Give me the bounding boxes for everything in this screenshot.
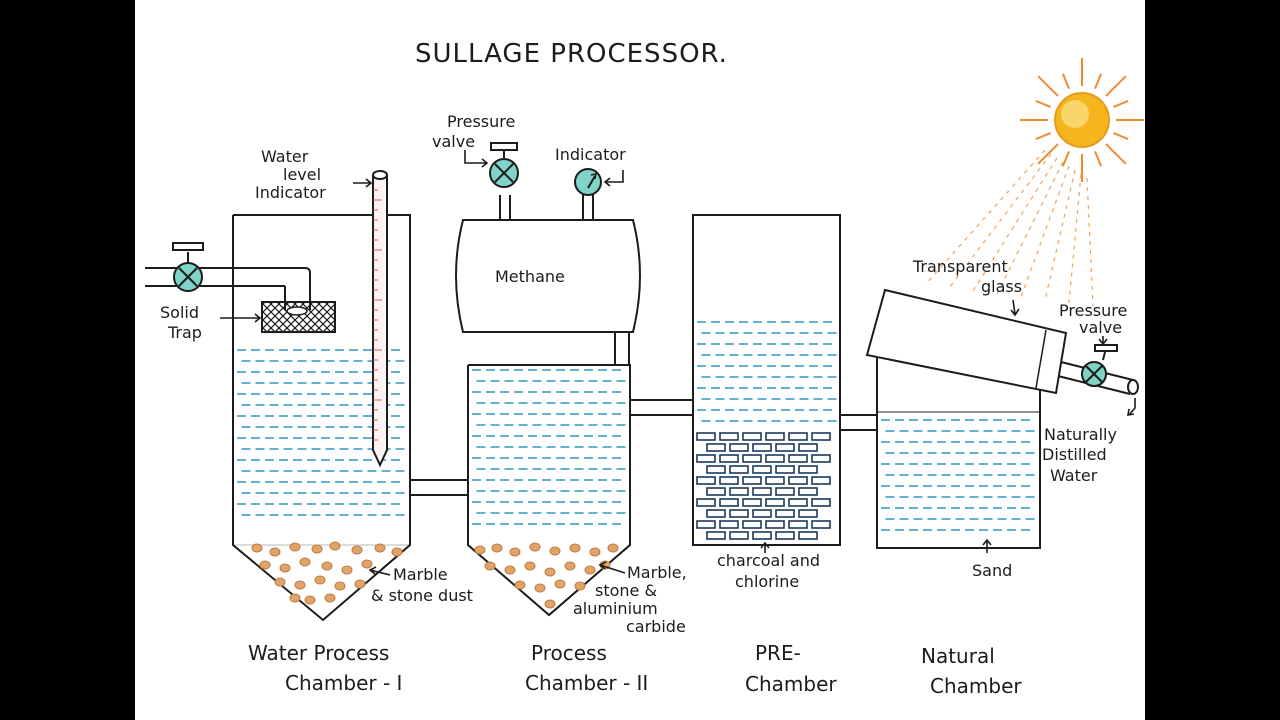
pressure-valve-right-label-1: Pressure [1059, 301, 1127, 320]
natural-chamber-water [881, 419, 1035, 531]
chamber-1-name-line1: Water Process [248, 641, 389, 665]
sunlight-beams [924, 149, 1094, 307]
water-level-label-1: Water [261, 147, 309, 166]
transparent-glass-label-1: Transparent [912, 257, 1008, 276]
chamber-2-name-line2: Chamber - II [525, 671, 648, 695]
sullage-processor-diagram: SULLAGE PROCESSOR. [145, 39, 1144, 698]
methane-pressure-valve-icon[interactable] [489, 142, 519, 188]
chamber-1-water [237, 349, 405, 516]
chamber-1-marble-stone-dust [251, 541, 403, 605]
methane-tank [455, 192, 641, 365]
outlet-pressure-valve-icon[interactable] [1081, 344, 1118, 387]
pre-chamber-water [697, 321, 837, 422]
sand-label: Sand [972, 561, 1012, 580]
sun-icon [1020, 58, 1144, 182]
chamber-4-name-line2: Chamber [930, 674, 1022, 698]
chamber-1-name-line2: Chamber - I [285, 671, 402, 695]
pressure-valve-top-label-1: Pressure [447, 112, 515, 131]
solid-trap [261, 301, 336, 333]
pipe-prechamber-natural [840, 414, 877, 431]
marble-alum-label-4: carbide [626, 617, 686, 636]
methane-label: Methane [495, 267, 565, 286]
marble-alum-label-2: stone & [595, 581, 657, 600]
inlet-valve-icon[interactable] [172, 242, 204, 292]
distilled-water-label-3: Water [1050, 466, 1098, 485]
distilled-water-label-2: Distilled [1042, 445, 1107, 464]
water-process-chamber-1 [232, 214, 411, 622]
transparent-glass-label-2: glass [981, 277, 1022, 296]
paper-canvas: SULLAGE PROCESSOR. [135, 0, 1145, 720]
transparent-glass-cover [865, 288, 1068, 395]
indicator-label: Indicator [555, 145, 626, 164]
natural-chamber [876, 355, 1041, 549]
chamber-3-name-line1: PRE- [755, 641, 801, 665]
pressure-gauge-icon [574, 168, 602, 196]
charcoal-label-1: charcoal and [717, 551, 820, 570]
marble-alum-label-3: aluminium [573, 599, 658, 618]
pipe-chamber1-chamber2 [410, 479, 468, 496]
pre-chamber [692, 214, 841, 546]
diagram-title: SULLAGE PROCESSOR. [415, 39, 728, 69]
water-level-label-2: level [283, 165, 321, 184]
process-chamber-2 [467, 364, 631, 617]
water-level-indicator [372, 170, 388, 468]
solid-trap-label-2: Trap [167, 323, 202, 342]
leader-arrows [220, 150, 1136, 576]
pressure-valve-top-label-2: valve [432, 132, 475, 151]
marble-stone-label-2: & stone dust [371, 586, 473, 605]
chamber-2-water [472, 369, 626, 525]
charcoal-chlorine-layer [696, 432, 831, 540]
solid-trap-label-1: Solid [160, 303, 199, 322]
chamber-2-name-line1: Process [531, 641, 607, 665]
pressure-valve-right-label-2: valve [1079, 318, 1122, 337]
marble-stone-label-1: Marble [393, 565, 448, 584]
marble-alum-label-1: Marble, [627, 563, 687, 582]
chamber-3-name-line2: Chamber [745, 672, 837, 696]
charcoal-label-2: chlorine [735, 572, 799, 591]
water-level-label-3: Indicator [255, 183, 326, 202]
pipe-chamber2-prechamber [630, 399, 693, 416]
distilled-water-label-1: Naturally [1044, 425, 1117, 444]
chamber-4-name-line1: Natural [921, 644, 995, 668]
